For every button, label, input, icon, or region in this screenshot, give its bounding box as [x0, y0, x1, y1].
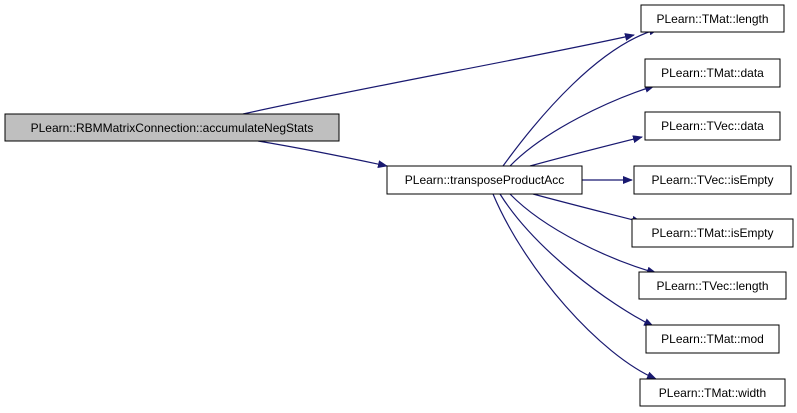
- node-label: PLearn::TMat::width: [659, 386, 766, 400]
- node-label: PLearn::transposeProductAcc: [405, 173, 564, 187]
- node-box: [631, 218, 794, 248]
- node-box: [633, 165, 792, 195]
- edge-transpose-to-tvec-data: [529, 135, 643, 167]
- node-tvec-data[interactable]: PLearn::TVec::data: [644, 111, 781, 141]
- edge-transpose-to-tmat-length: [502, 27, 659, 167]
- node-tvec-length[interactable]: PLearn::TVec::length: [638, 271, 787, 300]
- node-label: PLearn::TMat::data: [661, 66, 764, 80]
- node-tmat-data[interactable]: PLearn::TMat::data: [644, 58, 781, 88]
- node-box: [4, 113, 340, 142]
- node-accumulate-neg-stats[interactable]: PLearn::RBMMatrixConnection::accumulateN…: [4, 113, 340, 142]
- node-box: [640, 4, 785, 33]
- node-tmat-isempty[interactable]: PLearn::TMat::isEmpty: [631, 218, 794, 248]
- node-label: PLearn::TMat::isEmpty: [651, 226, 773, 240]
- edge-root-to-transpose: [257, 140, 388, 169]
- node-label: PLearn::RBMMatrixConnection::accumulateN…: [31, 121, 314, 135]
- node-tmat-length[interactable]: PLearn::TMat::length: [640, 4, 785, 33]
- node-box: [638, 271, 787, 300]
- node-label: PLearn::TVec::length: [656, 279, 768, 293]
- node-tmat-width[interactable]: PLearn::TMat::width: [639, 378, 786, 407]
- node-label: PLearn::TVec::data: [661, 119, 764, 133]
- node-label: PLearn::TMat::mod: [661, 332, 764, 346]
- node-box: [386, 165, 583, 195]
- node-label: PLearn::TMat::length: [656, 12, 768, 26]
- node-tmat-mod[interactable]: PLearn::TMat::mod: [645, 324, 780, 354]
- node-transpose-product-acc[interactable]: PLearn::transposeProductAcc: [386, 165, 583, 195]
- node-box: [645, 324, 780, 354]
- edge-root-to-tmat-length: [242, 33, 635, 115]
- edge-transpose-to-tmat-width: [492, 193, 657, 380]
- edges: [242, 27, 659, 380]
- node-box: [644, 58, 781, 88]
- node-tvec-isempty[interactable]: PLearn::TVec::isEmpty: [633, 165, 792, 195]
- node-box: [644, 111, 781, 141]
- edge-transpose-to-tmat-mod: [499, 193, 654, 327]
- node-box: [639, 378, 786, 407]
- edge-transpose-to-tmat-data: [509, 84, 655, 167]
- edge-transpose-to-tmat-isempty: [532, 193, 642, 224]
- node-label: PLearn::TVec::isEmpty: [651, 173, 773, 187]
- edge-transpose-to-tvec-length: [509, 193, 657, 275]
